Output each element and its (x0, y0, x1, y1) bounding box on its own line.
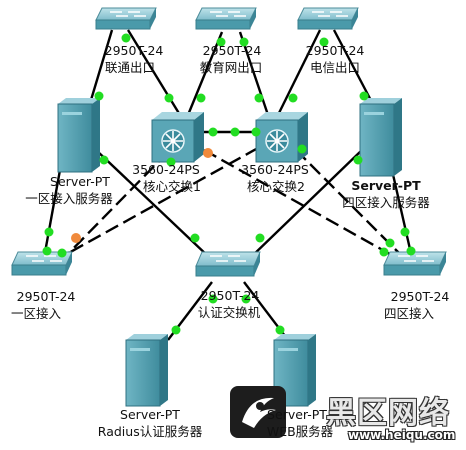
port-light (275, 325, 285, 335)
link-telecom-core2 (276, 29, 322, 116)
device-name-label: 核心交换2 (247, 179, 305, 194)
device-model-label: Server-PT (120, 407, 180, 422)
device-name-label: 一区接入 (10, 306, 62, 321)
device-model-label: 3560-24PS (132, 162, 200, 177)
port-light (94, 91, 104, 101)
port-light (216, 37, 226, 47)
server-icon[interactable] (359, 98, 402, 177)
port-light (254, 93, 264, 103)
port-light (319, 37, 329, 47)
device-name-label: 四区接入服务器 (342, 195, 430, 210)
link-core1-zone1sw (59, 151, 169, 263)
port-light (353, 155, 363, 165)
switch-icon[interactable] (383, 251, 447, 276)
port-light (190, 233, 200, 243)
watermark-logo-icon (230, 386, 286, 438)
port-warning-lights (71, 148, 213, 243)
device-name-label: 联通出口 (104, 60, 156, 75)
watermark-url: www.heiqu.com (348, 428, 456, 442)
port-light (166, 157, 176, 167)
device-name-label: 电信出口 (309, 60, 361, 75)
device-name-label: Radius认证服务器 (97, 424, 203, 439)
device-name-label: WEB服务器 (266, 424, 334, 439)
port-light (241, 294, 251, 304)
link-core1-zone4sw (203, 148, 405, 264)
switch-icon[interactable] (95, 7, 157, 30)
port-light (208, 294, 218, 304)
port-light (196, 93, 206, 103)
port-light (99, 155, 109, 165)
device-name-label: 教育网出口 (199, 60, 263, 75)
link-zone1srv-zone1sw (42, 169, 62, 259)
port-light (171, 325, 181, 335)
link-unicom-zone1srv (86, 29, 114, 111)
port-light-orange (203, 148, 213, 158)
port-light (288, 93, 298, 103)
watermark: 黑区网络 www.heiqu.com (268, 384, 464, 446)
switch-icon[interactable] (195, 7, 257, 30)
switch-icon[interactable] (11, 251, 73, 276)
device-model-label: 2950T-24 (390, 289, 450, 304)
port-light-orange (71, 233, 81, 243)
device-model-label: 2950T-24 (202, 43, 262, 58)
server-icon[interactable] (57, 98, 100, 173)
port-light (42, 246, 52, 256)
port-light (400, 227, 410, 237)
device-model-label: 2950T-24 (16, 289, 76, 304)
device-model-label: 2950T-24 (305, 43, 365, 58)
port-light (121, 33, 131, 43)
port-light (359, 91, 369, 101)
device-name-label: 一区接入服务器 (25, 191, 113, 206)
port-status-lights (42, 33, 416, 335)
switch-icon[interactable] (297, 7, 359, 30)
device-model-label: Server-PT (267, 407, 327, 422)
multilayer-switch-icon[interactable] (255, 112, 308, 163)
device-model-label: 3560-24PS (241, 162, 309, 177)
port-light (251, 127, 261, 137)
port-light (57, 248, 67, 258)
switch-icon[interactable] (195, 251, 261, 277)
device-model-label: Server-PT (50, 174, 110, 189)
device-model-label: 2950T-24 (200, 288, 260, 303)
device-name-label: 认证交换机 (197, 305, 261, 320)
device-model-label: 2950T-24 (104, 43, 164, 58)
server-icon[interactable] (273, 334, 316, 407)
multilayer-switch-icon[interactable] (151, 112, 204, 163)
link-zone4srv-auth (249, 149, 363, 259)
port-light (385, 238, 395, 248)
port-light (406, 246, 416, 256)
port-light (297, 144, 307, 154)
port-light (230, 127, 240, 137)
watermark-title: 黑区网络 (326, 396, 450, 431)
port-light (239, 37, 249, 47)
port-light (44, 227, 54, 237)
link-telecom-zone4srv (332, 29, 378, 111)
link-core2-zone1sw (55, 146, 259, 262)
server-icon[interactable] (125, 334, 168, 407)
device-name-label: 四区接入 (383, 306, 435, 321)
port-light (164, 93, 174, 103)
port-light (208, 127, 218, 137)
device-name-label: 核心交换1 (143, 179, 201, 194)
link-zone4srv-zone4sw (390, 169, 414, 259)
port-light (255, 233, 265, 243)
device-model-label: Server-PT (351, 178, 421, 193)
port-light (379, 247, 389, 257)
link-edu-core1 (186, 31, 224, 116)
